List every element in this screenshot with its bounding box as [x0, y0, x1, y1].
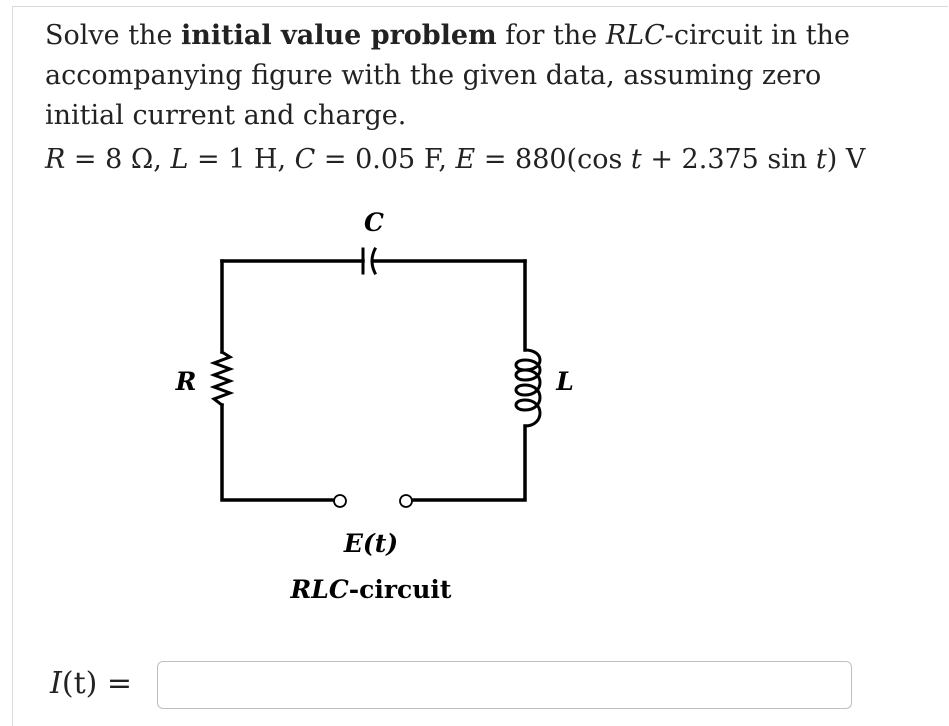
figure-caption: RLC-circuit — [290, 575, 452, 604]
source-terminal-right — [399, 494, 413, 508]
given-e-value-part-b: + 2.375 sin — [641, 144, 816, 175]
label-resistor: R — [175, 367, 197, 396]
label-inductor: L — [555, 367, 574, 396]
left-wire — [220, 259, 337, 502]
given-t-var-1: t — [630, 144, 642, 175]
inductor-symbol — [514, 348, 542, 428]
problem-statement: Solve the initial value problem for the … — [45, 16, 905, 136]
answer-input-field[interactable] — [157, 661, 852, 709]
given-data: R = 8 Ω, L = 1 H, C = 0.05 F, E = 880(co… — [45, 140, 865, 180]
given-e-var: E — [455, 144, 476, 175]
figure-caption-rest: -circuit — [349, 575, 452, 604]
problem-rest-text: -circuit in the accompanying figure with… — [45, 20, 850, 131]
given-l-var: L — [170, 144, 189, 175]
answer-label-rest: (t) = — [61, 666, 132, 701]
rlc-circuit-diagram: C R L E(t) RLC-circuit — [175, 208, 574, 604]
problem-mid-text: for the — [496, 20, 606, 51]
figure-caption-italic: RLC — [290, 575, 349, 604]
capacitor-symbol — [361, 246, 378, 276]
given-e-value-part-c: ) V — [826, 144, 866, 175]
given-r-value: = 8 Ω, — [65, 144, 171, 175]
given-t-var-2: t — [815, 144, 827, 175]
source-terminal-left — [333, 494, 347, 508]
resistor-symbol — [209, 349, 235, 408]
given-c-value: = 0.05 F, — [315, 144, 456, 175]
answer-label: I(t) = — [50, 664, 132, 704]
problem-emphasis-text: initial value problem — [181, 20, 497, 51]
problem-circuit-name: RLC — [605, 20, 665, 51]
answer-label-var: I — [50, 666, 62, 701]
right-wire — [409, 259, 527, 502]
given-r-var: R — [45, 144, 66, 175]
problem-intro-text: Solve the — [45, 20, 182, 51]
given-e-value-part-a: = 880(cos — [475, 144, 631, 175]
question-card — [12, 6, 948, 726]
label-capacitor: C — [364, 208, 384, 237]
given-l-value: = 1 H, — [188, 144, 295, 175]
given-c-var: C — [294, 144, 316, 175]
label-source: E(t) — [343, 529, 398, 558]
